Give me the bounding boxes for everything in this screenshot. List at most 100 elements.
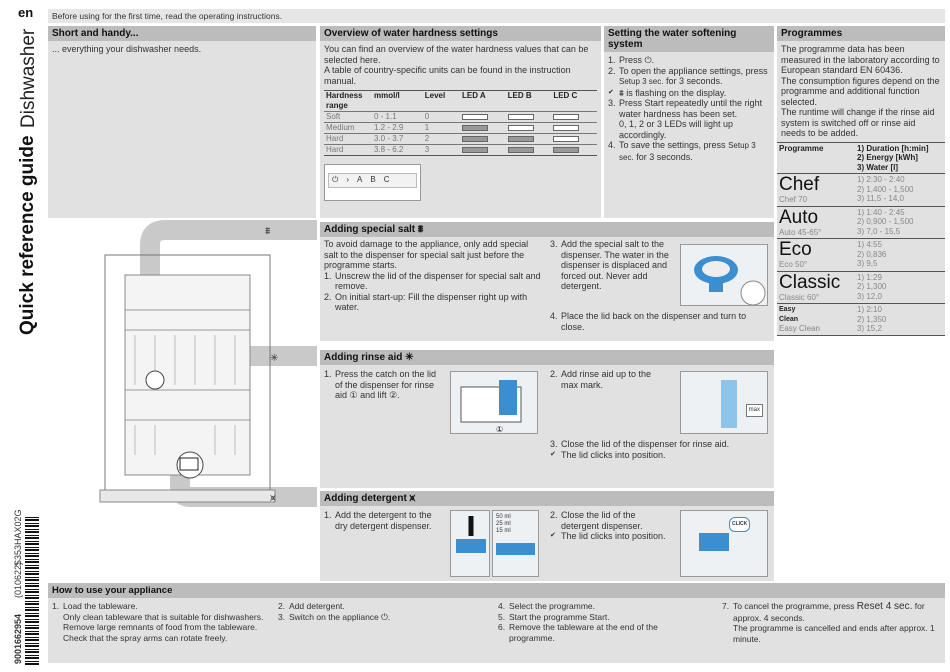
energy: 2) 0,900 - 1,500 <box>857 217 914 226</box>
control-panel-illustration: ⏻› A B C <box>324 164 421 201</box>
led-off-indicator <box>553 113 580 120</box>
rinse-aid-panel: Adding rinse aid ✳ 1.Press the catch on … <box>320 350 774 488</box>
hardness-level: 1 <box>422 122 460 134</box>
hardness-range: Soft <box>324 111 372 123</box>
detergent-result: The lid clicks into position. <box>550 531 675 542</box>
max-mark-label: max <box>745 404 763 417</box>
salt-illustration <box>680 244 768 306</box>
salt-step-3: 3.Add the special salt to the dispenser.… <box>550 239 669 291</box>
step-4: 4.To save the settings, press Setup 3 se… <box>608 140 756 162</box>
barcode <box>25 515 39 665</box>
rinse-illustration-1: ① <box>450 371 538 434</box>
rinse-step-3: 3.Close the lid of the dispenser for rin… <box>550 439 730 449</box>
salt-step-1: 1.Unscrew the lid of the dispenser for s… <box>324 270 541 292</box>
barcode-number: 9001662954 <box>13 613 23 664</box>
code-2: S353HAX02G <box>13 509 23 566</box>
overview-title: Overview of water hardness settings <box>320 26 601 41</box>
led-off-indicator <box>507 113 534 120</box>
product-name: Dishwasher <box>18 28 39 128</box>
col-values: 1) Duration [h:min]2) Energy [kWh]3) Wat… <box>855 141 945 174</box>
hardness-level: 2 <box>422 133 460 145</box>
label-a: A <box>357 175 363 184</box>
programme-name: Eco <box>779 239 812 260</box>
hardness-mmol: 3.8 - 6.2 <box>372 144 423 156</box>
ml-15: 15 ml <box>496 528 511 534</box>
led-cell <box>551 122 597 134</box>
code-1: (010622) <box>13 561 23 598</box>
detergent-icon: ⩙ <box>270 493 276 504</box>
led-cell <box>505 133 552 145</box>
hardness-range: Medium <box>324 122 372 134</box>
rinse-title: Adding rinse aid ✳ <box>320 350 774 365</box>
led-cell <box>460 111 506 123</box>
programme-sub: Classic 60° <box>779 292 820 302</box>
programme-sub: Chef 70 <box>779 195 808 204</box>
salt-step-2: 2.On initial start-up: Fill the dispense… <box>324 291 528 313</box>
duration: 1) 1:29 <box>857 272 882 282</box>
programmes-panel: Programmes The programme data has been m… <box>777 26 945 336</box>
power-icon: ⏻ <box>332 175 339 184</box>
short-text: ... everything your dishwasher needs. <box>52 44 202 54</box>
programmes-title: Programmes <box>777 26 945 41</box>
led-cell <box>551 111 597 123</box>
led-on-indicator <box>507 135 534 142</box>
hardness-level: 3 <box>422 144 460 156</box>
ml-25: 25 ml <box>496 521 511 527</box>
water: 3) 12,0 <box>857 291 882 301</box>
led-cell <box>505 144 552 156</box>
dishwasher-illustration: ⩩ ✳ ⩙ <box>99 220 317 507</box>
short-title: Short and handy... <box>48 26 316 41</box>
label-c: C <box>383 175 390 184</box>
howto-step-4: 4.Select the programme. <box>498 601 595 611</box>
led-off-indicator <box>553 135 580 142</box>
hardness-mmol: 0 - 1.1 <box>372 111 423 123</box>
special-salt-panel: Adding special salt ⩩ To avoid damage to… <box>320 222 774 341</box>
rinse-illustration-2: max <box>680 371 768 434</box>
programme-sub: Eco 50° <box>779 260 808 269</box>
howto-step-7: 7.To cancel the programme, press Reset 4… <box>722 601 935 644</box>
prog-text-2: The consumption figures depend on the pr… <box>781 75 940 107</box>
led-on-indicator <box>507 146 534 153</box>
water: 3) 7,0 - 15,5 <box>857 226 901 236</box>
led-cell <box>460 144 506 156</box>
detergent-step-1: 1.Add the detergent to the dry detergent… <box>324 510 432 531</box>
ml-50: 50 ml <box>496 514 511 520</box>
hardness-table: Hardness range mmol/l Level LED A LED B … <box>324 90 597 156</box>
col-led-a: LED A <box>462 91 486 100</box>
duration: 1) 1:40 - 2:45 <box>857 207 905 217</box>
water: 3) 9,5 <box>857 259 878 268</box>
salt-title: Adding special salt ⩩ <box>320 222 774 237</box>
hardness-range: Hard <box>324 133 372 145</box>
water-softening-panel: Setting the water softening system 1.Pre… <box>604 26 774 218</box>
howto-step-5: 5.Start the programme Start. <box>498 611 610 622</box>
detergent-illustration-1 <box>450 510 490 577</box>
salt-step-4: 4.Place the lid back on the dispenser an… <box>550 311 747 332</box>
water: 3) 11,5 - 14,0 <box>857 194 904 203</box>
detergent-panel: Adding detergent ⩙ 1.Add the detergent t… <box>320 491 774 581</box>
programme-sub: Auto 45-65° <box>779 227 822 237</box>
hardness-mmol: 3.0 - 3.7 <box>372 133 423 145</box>
howto-step-3: 3.Switch on the appliance ⏻. <box>278 611 391 622</box>
step-2: 2.To open the appliance settings, press … <box>608 65 768 87</box>
water-hardness-panel: Overview of water hardness settings You … <box>320 26 601 218</box>
chevron-icon: › <box>346 175 349 184</box>
rinse-result: The lid clicks into position. <box>550 450 772 461</box>
howto-step-6: 6.Remove the tableware at the end of the… <box>498 622 658 643</box>
energy: 2) 0,836 <box>857 249 887 259</box>
led-cell <box>505 122 552 134</box>
led-cell <box>551 133 597 145</box>
col-level: Level <box>424 91 446 100</box>
salt-intro: To avoid damage to the appliance, only a… <box>324 239 529 270</box>
step-1: 1.Press ⏻. <box>608 55 655 65</box>
language-code: en <box>18 5 34 20</box>
led-on-indicator <box>462 135 488 142</box>
notice-bar: Before using for the first time, read th… <box>48 9 945 23</box>
detergent-illustration-3: CLICK <box>680 510 768 577</box>
led-cell <box>551 144 597 156</box>
